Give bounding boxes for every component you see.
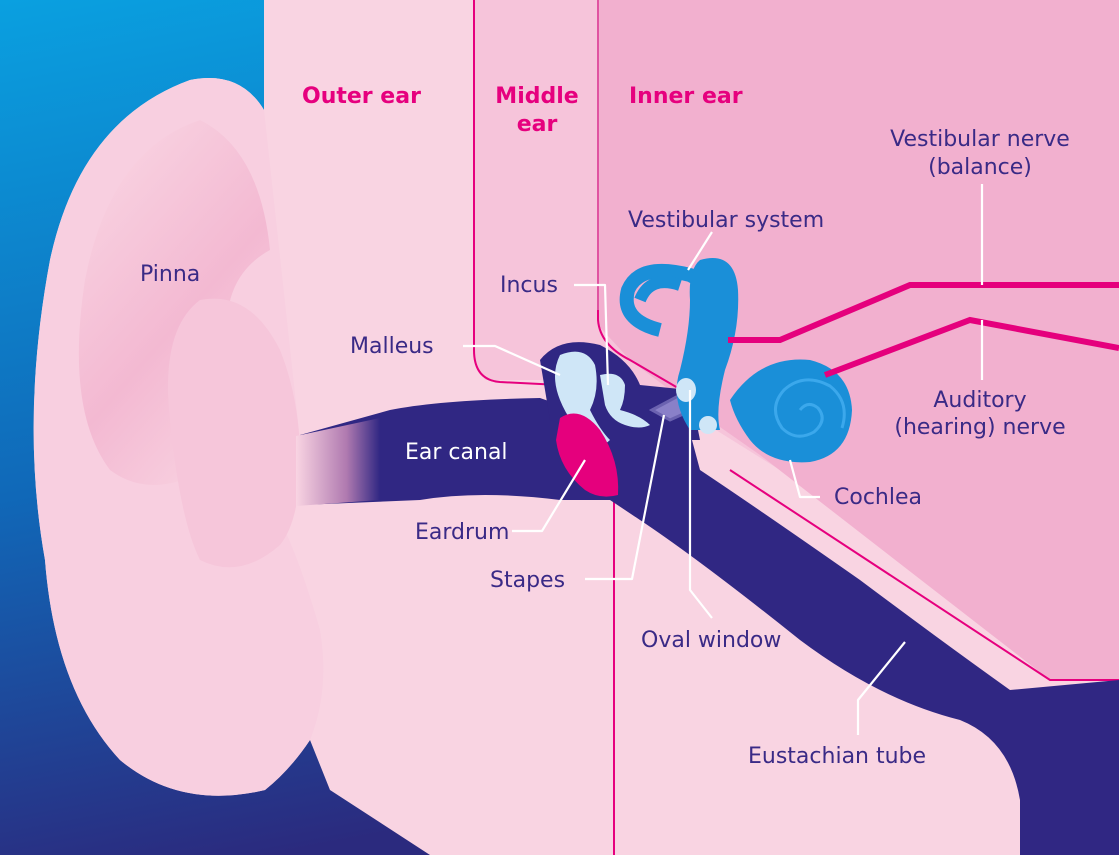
section-inner-ear: Inner ear	[629, 84, 743, 109]
section-middle-ear-line1: Middle	[495, 84, 578, 109]
label-vestibular-nerve-line1: Vestibular nerve	[890, 127, 1070, 152]
section-middle-ear-line2: ear	[517, 112, 558, 137]
label-auditory-nerve-line1: Auditory	[933, 388, 1026, 413]
label-vestibular-system: Vestibular system	[628, 208, 824, 233]
label-eustachian-tube: Eustachian tube	[748, 744, 926, 769]
label-stapes: Stapes	[490, 568, 565, 593]
label-auditory-nerve-line2: (hearing) nerve	[894, 415, 1065, 440]
label-incus: Incus	[500, 273, 558, 298]
label-eardrum: Eardrum	[415, 520, 509, 545]
section-outer-ear: Outer ear	[302, 84, 421, 109]
round-window-shape	[699, 416, 717, 434]
label-ear-canal: Ear canal	[405, 440, 508, 465]
label-malleus: Malleus	[350, 334, 434, 359]
oval-window-shape	[676, 378, 696, 402]
label-pinna: Pinna	[140, 262, 200, 287]
label-cochlea: Cochlea	[834, 485, 922, 510]
label-vestibular-nerve-line2: (balance)	[928, 155, 1032, 180]
label-oval-window: Oval window	[641, 628, 781, 653]
